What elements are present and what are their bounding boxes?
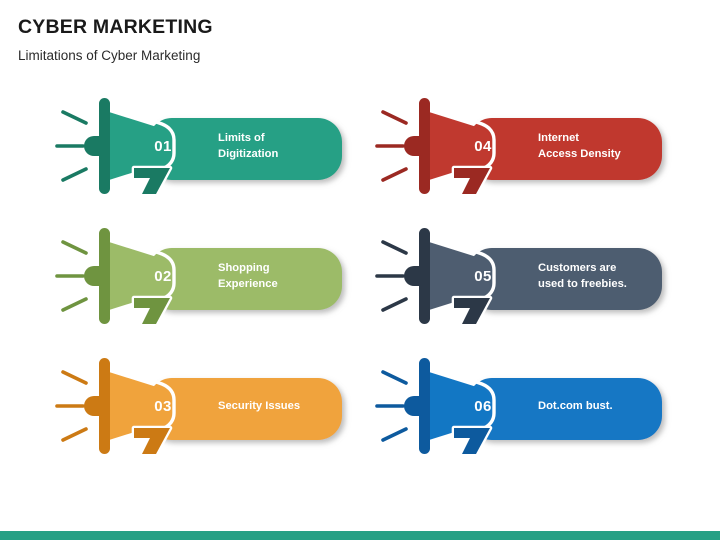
banner-rect <box>148 248 342 310</box>
megaphone-cone <box>109 372 170 440</box>
sound-wave-top <box>381 240 408 255</box>
megaphone-backplate <box>99 98 110 194</box>
sound-wave-bottom <box>61 427 88 442</box>
megaphone-cone <box>429 112 490 180</box>
megaphone-backplate <box>99 228 110 324</box>
sound-wave-top <box>61 370 88 385</box>
banner-rect <box>148 118 342 180</box>
bottom-accent-bar <box>0 531 720 540</box>
megaphone-knob <box>84 136 104 156</box>
megaphone-cone <box>429 372 490 440</box>
megaphone-graphic <box>55 358 342 457</box>
megaphone-grip <box>134 168 170 194</box>
megaphone-graphic <box>55 228 342 327</box>
megaphone-knob <box>404 396 424 416</box>
megaphone-grip <box>454 298 490 324</box>
megaphone-knob <box>84 266 104 286</box>
megaphone-knob <box>84 396 104 416</box>
megaphone-grip <box>134 298 170 324</box>
page-subtitle: Limitations of Cyber Marketing <box>18 48 201 64</box>
slide-header: CYBER MARKETING Limitations of Cyber Mar… <box>18 15 618 65</box>
sound-wave-top <box>381 110 408 125</box>
megaphone-backplate <box>419 98 430 194</box>
sound-wave-bottom <box>381 167 408 182</box>
sound-wave-bottom <box>381 297 408 312</box>
sound-wave-bottom <box>381 427 408 442</box>
megaphone-backplate <box>419 228 430 324</box>
megaphone-grip <box>454 168 490 194</box>
megaphone-knob <box>404 136 424 156</box>
megaphone-graphic <box>55 98 342 197</box>
sound-wave-top <box>381 370 408 385</box>
sound-wave-bottom <box>61 167 88 182</box>
banner-rect <box>468 248 662 310</box>
megaphone-graphic <box>375 358 662 457</box>
megaphone-graphic <box>375 228 662 327</box>
megaphone-cone <box>109 112 170 180</box>
megaphone-cone <box>109 242 170 310</box>
sound-wave-top <box>61 110 88 125</box>
megaphone-backplate <box>419 358 430 454</box>
megaphone-grip <box>454 428 490 454</box>
sound-wave-bottom <box>61 297 88 312</box>
megaphone-cone <box>429 242 490 310</box>
megaphone-backplate <box>99 358 110 454</box>
banner-rect <box>468 378 662 440</box>
megaphone-grip <box>134 428 170 454</box>
banner-rect <box>148 378 342 440</box>
page-title: CYBER MARKETING <box>18 16 213 38</box>
megaphone-knob <box>404 266 424 286</box>
sound-wave-top <box>61 240 88 255</box>
megaphone-graphic <box>375 98 662 197</box>
banner-rect <box>468 118 662 180</box>
